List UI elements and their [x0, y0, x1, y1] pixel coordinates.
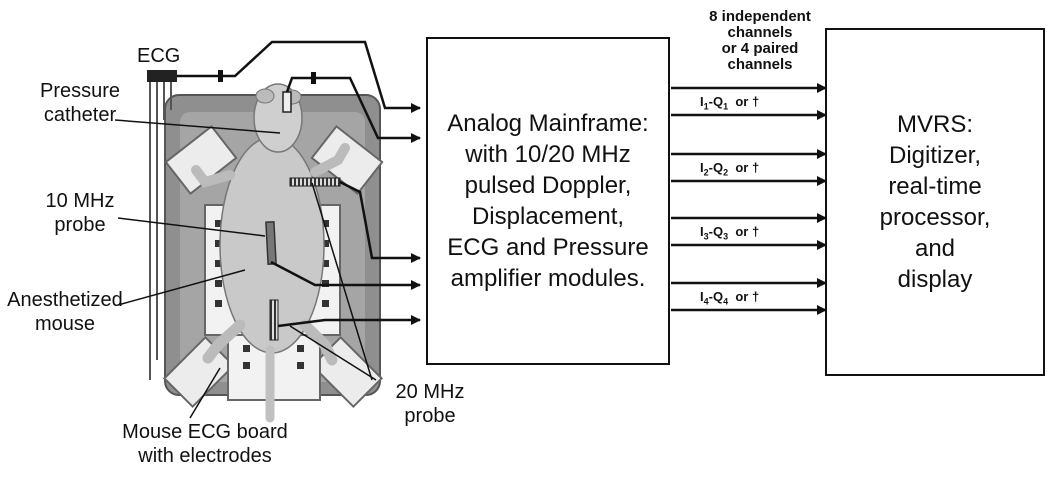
mvrs-box: MVRS: Digitizer, real-time processor, an…	[825, 28, 1045, 376]
analog-line-1: Analog Mainframe:	[447, 110, 649, 137]
channel-label-4: I4-Q4 or †	[700, 289, 760, 307]
analog-line-4: Displacement,	[471, 203, 625, 230]
ecg-label: ECG	[137, 45, 181, 67]
anesthetized-mouse-label: Anesthetized mouse	[7, 289, 123, 335]
channels-header: 8 independent channels or 4 paired chann…	[709, 8, 811, 73]
analog-line-5: ECG and Pressure	[447, 234, 649, 261]
analog-line-2: with 10/20 MHz	[465, 141, 631, 168]
channel-arrows	[671, 83, 827, 315]
mvrs-line-5: and	[914, 235, 956, 262]
analog-line-3: pulsed Doppler,	[464, 172, 632, 199]
probe-20mhz-label: 20 MHz probe	[395, 381, 465, 427]
mvrs-line-3: real-time	[888, 173, 982, 200]
channel-label-3: I3-Q3 or †	[700, 224, 760, 242]
channel-label-2: I2-Q2 or †	[700, 160, 760, 178]
analog-mainframe-box: Analog Mainframe: with 10/20 MHz pulsed …	[426, 37, 670, 365]
analog-line-6: amplifier modules.	[450, 265, 646, 292]
mvrs-line-4: processor,	[879, 204, 991, 231]
mvrs-line-6: display	[897, 266, 973, 293]
ecg-board-label: Mouse ECG board with electrodes	[122, 421, 288, 467]
mvrs-line-2: Digitizer,	[888, 142, 982, 169]
probe-10mhz-label: 10 MHz probe	[45, 190, 115, 236]
pointer-lines	[114, 119, 377, 419]
pressure-catheter-label: Pressure catheter	[39, 80, 121, 126]
channel-label-1: I1-Q1 or †	[700, 94, 760, 112]
mvrs-line-1: MVRS:	[896, 111, 973, 138]
mouse	[191, 83, 350, 423]
ecg-connector	[147, 70, 177, 82]
input-wires	[177, 40, 421, 328]
